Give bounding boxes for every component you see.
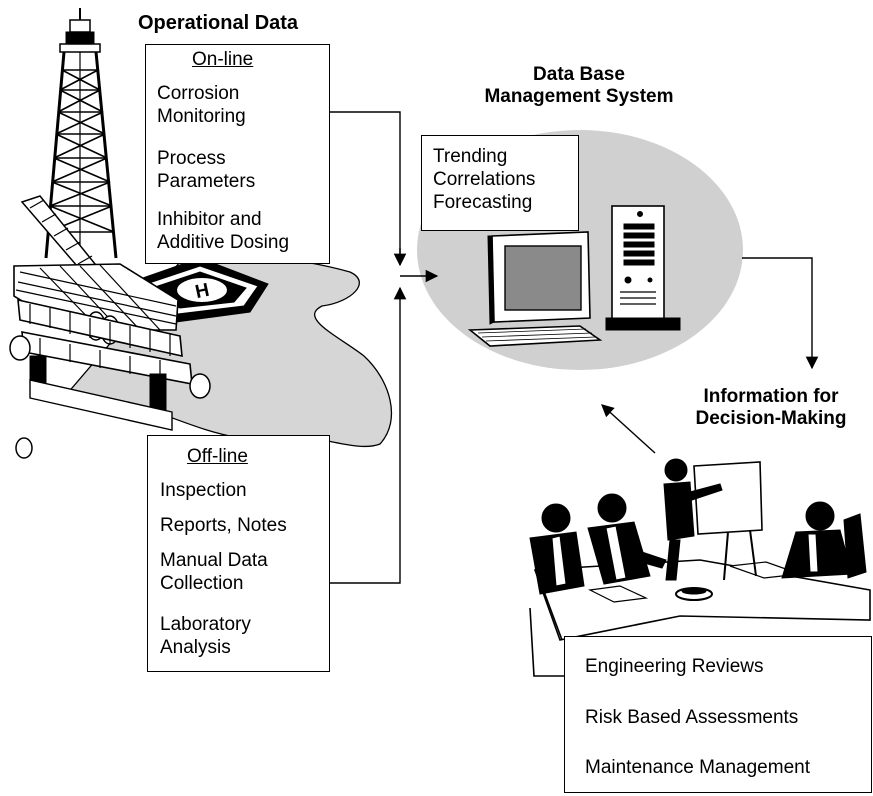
outcome-risk-based-assessments: Risk Based Assessments [585,707,799,728]
offline-item-line: Inspection [160,480,247,501]
information-title: Information for Decision-Making [676,386,866,430]
flow-connectors [329,111,819,584]
dbms-title-line2: Management System [484,86,674,107]
online-box: On-line Corrosion Monitoring Process Par… [145,44,330,264]
dbms-to-information-arrow [742,257,819,370]
outcome-engineering-reviews: Engineering Reviews [585,656,764,677]
offline-item-manual-data-collection: Manual Data Collection [160,549,268,595]
online-item-line: Process [157,148,226,169]
trending-item: Trending [433,146,508,167]
oil-rig-illustration [9,8,269,459]
operational-data-title: Operational Data [138,12,299,34]
helipad-letter: H [193,280,211,303]
outcomes-box: Engineering Reviews Risk Based Assessmen… [564,636,872,793]
online-item-line: Inhibitor and [157,209,262,230]
offline-item-line: Laboratory [160,614,251,635]
offline-to-junction-line [330,286,407,584]
online-heading: On-line [192,49,254,70]
trending-items: Trending Correlations Forecasting [433,145,535,214]
online-item-line: Corrosion [157,83,240,104]
offline-item-line: Analysis [160,637,231,658]
offline-box: Off-line Inspection Reports, Notes Manua… [147,435,330,672]
offline-heading: Off-line [187,446,248,467]
offline-item-reports-notes: Reports, Notes [160,514,287,537]
meeting-to-dbms-arrow [601,404,656,454]
computer-illustration [467,205,681,347]
offline-item-line: Collection [160,573,244,594]
offline-item-inspection: Inspection [160,479,247,502]
online-item-inhibitor-dosing: Inhibitor and Additive Dosing [157,208,289,254]
outcome-maintenance-management: Maintenance Management [585,757,810,778]
meeting-illustration [529,458,871,677]
online-item-line: Monitoring [157,106,246,127]
trending-item: Correlations [433,169,536,190]
dbms-title: Data Base Management System [484,64,674,108]
information-title-line2: Decision-Making [695,408,847,429]
trending-item: Forecasting [433,192,533,213]
dbms-title-line1: Data Base [533,64,625,85]
online-item-line: Additive Dosing [157,232,290,253]
offline-item-laboratory-analysis: Laboratory Analysis [160,613,251,659]
online-item-corrosion-monitoring: Corrosion Monitoring [157,82,246,128]
offline-item-line: Manual Data [160,550,268,571]
online-item-line: Parameters [157,171,256,192]
trending-box: Trending Correlations Forecasting [421,135,579,231]
information-title-line1: Information for [703,386,839,407]
online-item-process-parameters: Process Parameters [157,147,255,193]
online-to-junction-line [329,111,401,258]
offline-item-line: Reports, Notes [160,515,287,536]
